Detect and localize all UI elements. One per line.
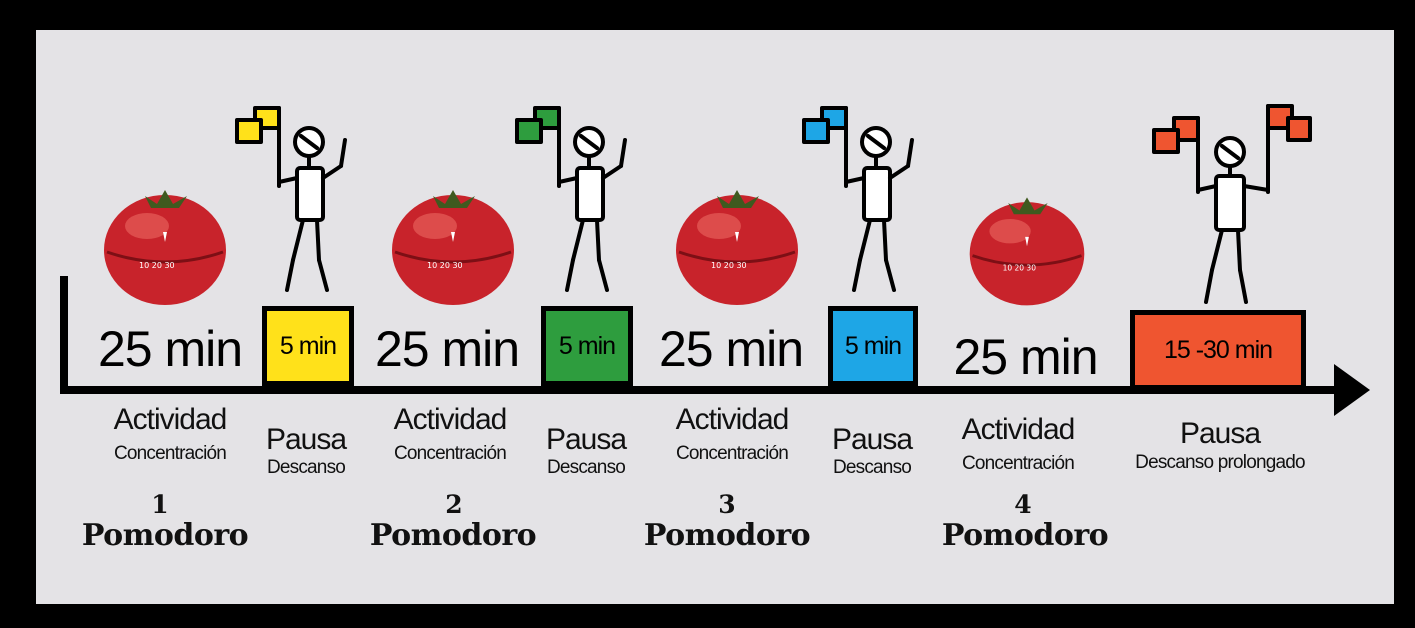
tomato-timer-icon: 10 20 30	[392, 190, 514, 305]
step5-title: Actividad	[675, 403, 790, 436]
step5-duration: 25 min	[658, 321, 804, 377]
timeline-vertical-tick	[60, 276, 68, 394]
step1-subtitle: Concentración	[113, 443, 227, 464]
tomato-timer-icon: 10 20 30	[676, 190, 798, 305]
step5-pomodoro: Pomodoro	[643, 518, 811, 553]
tomato-timer-icon: 10 20 30	[969, 197, 1085, 306]
step6-title: Pausa	[831, 423, 913, 456]
step7-pomodoro: Pomodoro	[941, 518, 1109, 553]
step6-duration-box: 5 min	[828, 306, 918, 386]
step1-number: 1	[151, 490, 169, 519]
figure-two-flags-icon	[1152, 104, 1312, 304]
step6-duration: 5 min	[844, 331, 902, 360]
step7-subtitle: Concentración	[961, 453, 1075, 474]
step7-title: Actividad	[961, 413, 1076, 446]
tomato-timer-icon: 10 20 30	[104, 190, 226, 305]
step3-title: Actividad	[393, 403, 508, 436]
figure-single-flag-icon	[802, 106, 914, 292]
svg-text:10 20 30: 10 20 30	[1003, 264, 1037, 273]
figure-single-flag-icon	[515, 106, 627, 292]
step4-duration-box: 5 min	[541, 306, 633, 386]
step4-duration: 5 min	[558, 331, 616, 360]
step3-duration: 25 min	[374, 321, 520, 377]
step2-duration-box: 5 min	[262, 306, 354, 386]
step7-number: 4	[1014, 490, 1032, 519]
step3-number: 2	[445, 490, 463, 519]
step1-duration: 25 min	[97, 321, 243, 377]
svg-text:10 20 30: 10 20 30	[139, 261, 175, 270]
timeline-line	[60, 386, 1338, 394]
figure-single-flag-icon	[235, 106, 347, 292]
step1-pomodoro: Pomodoro	[81, 518, 249, 553]
step3-pomodoro: Pomodoro	[369, 518, 537, 553]
step7-duration: 25 min	[953, 329, 1098, 385]
step8-duration: 15 -30 min	[1163, 335, 1273, 364]
step2-duration: 5 min	[279, 331, 337, 360]
step2-subtitle: Descanso	[266, 457, 346, 478]
step5-number: 3	[718, 490, 736, 519]
step1-title: Actividad	[113, 403, 228, 436]
timeline-arrowhead	[1334, 364, 1370, 416]
step3-subtitle: Concentración	[393, 443, 507, 464]
step4-title: Pausa	[545, 423, 627, 456]
step6-subtitle: Descanso	[832, 457, 912, 478]
step4-subtitle: Descanso	[546, 457, 626, 478]
svg-text:10 20 30: 10 20 30	[711, 261, 747, 270]
step8-subtitle: Descanso prolongado	[1135, 452, 1305, 473]
step8-title: Pausa	[1179, 417, 1261, 450]
step2-title: Pausa	[265, 423, 347, 456]
step8-duration-box: 15 -30 min	[1130, 310, 1306, 390]
svg-text:10 20 30: 10 20 30	[427, 261, 463, 270]
step5-subtitle: Concentración	[675, 443, 789, 464]
